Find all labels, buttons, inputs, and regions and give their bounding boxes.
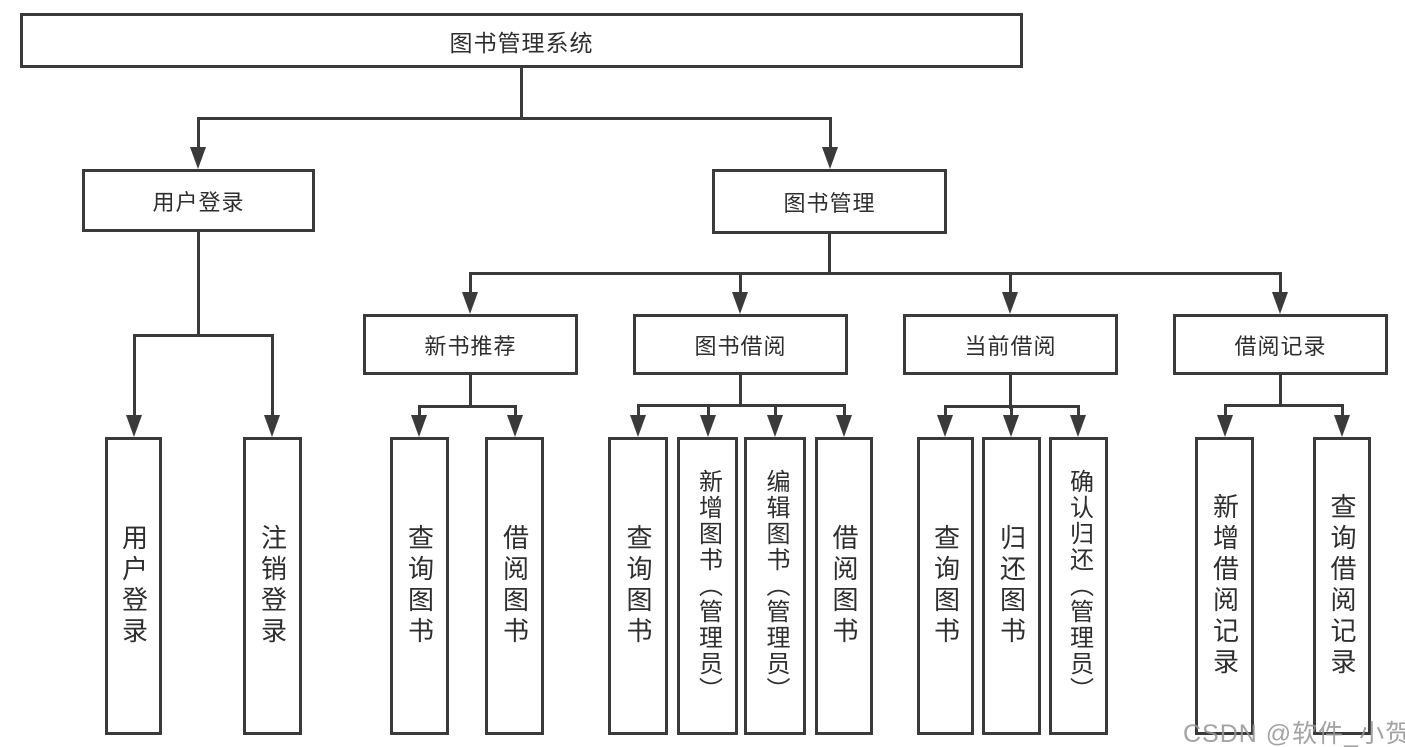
leaf-user-login-label: 用户登录 (118, 524, 149, 648)
leaf-edit-book-admin: 编辑图书（管理员） (744, 437, 806, 735)
node-new-book-recommend-label: 新书推荐 (424, 333, 517, 359)
connector-user-login-stem (197, 117, 200, 150)
leaf-query-book-borrow: 查询图书 (608, 437, 668, 735)
leaf-add-borrow-record-label: 新增借阅记录 (1209, 493, 1240, 679)
connector-book-borrow-stem (739, 272, 742, 296)
connector-user-login-bar (133, 334, 274, 337)
leaf-query-book-recommend-label: 查询图书 (404, 524, 435, 648)
connector-leaf-user-login-stem (133, 334, 136, 418)
connector-leaf-logout-stem (271, 334, 274, 418)
leaf-borrow-book: 借阅图书 (815, 437, 873, 735)
leaf-borrow-book-label: 借阅图书 (829, 524, 859, 648)
connector-leaf-query-borrow-stem (637, 404, 640, 419)
leaf-return-book-label: 归还图书 (996, 524, 1027, 648)
connector-book-borrow-down (739, 373, 742, 407)
arrowhead-leaf-query-current (937, 415, 953, 437)
connector-root-stem (520, 66, 523, 120)
arrowhead-leaf-query-recommend (411, 415, 427, 437)
leaf-query-book-current: 查询图书 (917, 437, 974, 735)
node-book-borrow: 图书借阅 (633, 314, 848, 375)
connector-level2-bar (197, 117, 831, 120)
connector-leaf-confirm-return-stem (1077, 405, 1080, 419)
node-new-book-recommend: 新书推荐 (363, 314, 578, 375)
leaf-add-borrow-record: 新增借阅记录 (1195, 437, 1254, 735)
arrowhead-leaf-edit-book (767, 415, 783, 437)
node-current-borrow: 当前借阅 (903, 314, 1118, 375)
connector-current-borrow-stem (1009, 272, 1012, 296)
leaf-borrow-book-recommend: 借阅图书 (485, 437, 544, 735)
arrowhead-leaf-logout (264, 415, 280, 437)
connector-book-borrow-bar (637, 404, 846, 407)
node-book-borrow-label: 图书借阅 (694, 333, 787, 359)
node-user-login-label: 用户登录 (152, 189, 245, 215)
arrowhead-leaf-query-borrow (630, 415, 646, 437)
connector-leaf-add-record-stem (1224, 404, 1227, 419)
arrowhead-leaf-query-record (1334, 415, 1350, 437)
connector-new-book-stem (469, 272, 472, 296)
connector-user-login-down (197, 230, 200, 337)
arrowhead-user-login (190, 147, 206, 169)
connector-book-management-down (828, 232, 831, 275)
connector-new-book-down (469, 373, 472, 408)
leaf-confirm-return-admin-label: 确认归还（管理员） (1065, 469, 1093, 703)
csdn-watermark: CSDN @软件_小贺同学 (1183, 720, 1405, 747)
leaf-query-book-borrow-label: 查询图书 (623, 524, 653, 648)
arrowhead-book-borrow (732, 292, 748, 314)
connector-leaf-return-book-stem (1010, 405, 1013, 419)
arrowhead-leaf-confirm-return (1070, 415, 1086, 437)
connector-borrow-record-bar (1224, 404, 1344, 407)
node-book-management: 图书管理 (712, 169, 947, 234)
connector-leaf-query-record-stem (1341, 404, 1344, 419)
arrowhead-leaf-borrow-book (836, 415, 852, 437)
connector-leaf-add-book-stem (707, 404, 710, 419)
node-root-label: 图书管理系统 (449, 29, 594, 56)
arrowhead-leaf-borrow-recommend (507, 415, 523, 437)
connector-borrow-record-stem (1279, 272, 1282, 296)
node-user-login: 用户登录 (82, 169, 315, 232)
leaf-query-book-recommend: 查询图书 (390, 437, 449, 735)
connector-book-management-stem (829, 117, 832, 150)
leaf-logout: 注销登录 (243, 437, 302, 735)
leaf-logout-label: 注销登录 (257, 524, 288, 648)
arrowhead-leaf-return-book (1003, 415, 1019, 437)
leaf-edit-book-admin-label: 编辑图书（管理员） (762, 469, 789, 703)
leaf-query-borrow-record-label: 查询借阅记录 (1327, 493, 1357, 679)
leaf-query-borrow-record: 查询借阅记录 (1313, 437, 1371, 735)
connector-level3-bar (469, 272, 1282, 275)
leaf-borrow-book-recommend-label: 借阅图书 (499, 524, 530, 648)
connector-leaf-query-current-stem (944, 405, 947, 419)
leaf-add-book-admin: 新增图书（管理员） (677, 437, 738, 735)
node-book-management-label: 图书管理 (783, 190, 876, 216)
connector-new-book-bar (418, 405, 517, 408)
arrowhead-leaf-user-login (126, 415, 142, 437)
connector-leaf-borrow-book-stem (843, 404, 846, 419)
arrowhead-current-borrow (1002, 292, 1018, 314)
leaf-user-login: 用户登录 (105, 437, 162, 735)
connector-borrow-record-down (1279, 373, 1282, 407)
connector-leaf-borrow-recommend-stem (514, 405, 517, 419)
node-current-borrow-label: 当前借阅 (964, 333, 1057, 359)
connector-current-borrow-down (1009, 373, 1012, 409)
connector-leaf-query-recommend-stem (418, 405, 421, 419)
connector-leaf-edit-book-stem (774, 404, 777, 419)
node-borrow-record: 借阅记录 (1173, 314, 1388, 375)
arrowhead-book-management (822, 147, 838, 169)
arrowhead-leaf-add-record (1217, 415, 1233, 437)
leaf-add-book-admin-label: 新增图书（管理员） (694, 469, 722, 703)
leaf-query-book-current-label: 查询图书 (930, 524, 961, 648)
arrowhead-new-book-recommend (462, 292, 478, 314)
arrowhead-leaf-add-book (700, 415, 716, 437)
node-root: 图书管理系统 (20, 13, 1023, 68)
leaf-confirm-return-admin: 确认归还（管理员） (1049, 437, 1108, 735)
leaf-return-book: 归还图书 (982, 437, 1041, 735)
node-borrow-record-label: 借阅记录 (1234, 333, 1327, 359)
arrowhead-borrow-record (1272, 292, 1288, 314)
